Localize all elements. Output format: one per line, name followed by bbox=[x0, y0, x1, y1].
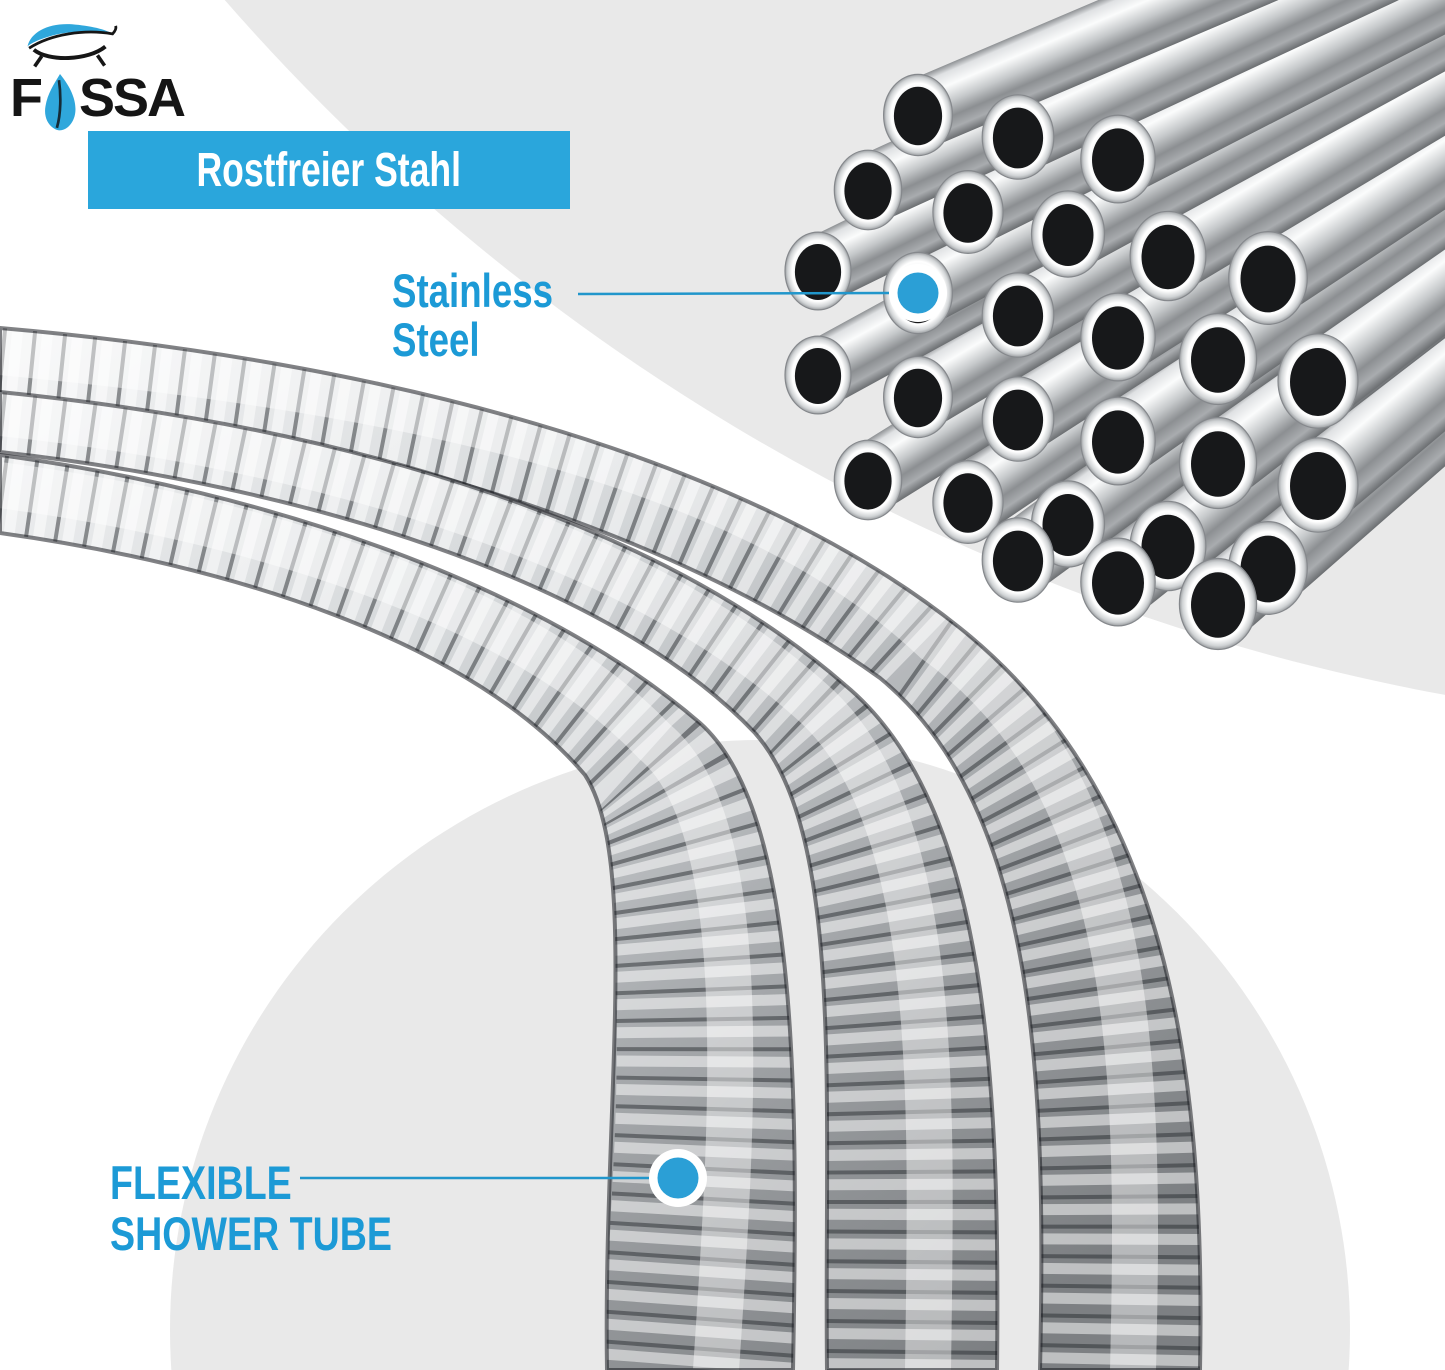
bathtub-icon bbox=[27, 24, 118, 68]
label-flexible-line2: SHOWER TUBE bbox=[110, 1207, 392, 1260]
brand-prefix: F bbox=[10, 68, 43, 128]
steel-pipes-bundle-ends bbox=[784, 73, 1359, 651]
brand-suffix: SSA bbox=[79, 68, 186, 128]
callout-flexible-tube bbox=[300, 1149, 707, 1207]
steel-pipes-bundle-bodies bbox=[796, 0, 1445, 638]
label-flexible-line1: FLEXIBLE bbox=[110, 1156, 292, 1209]
headline-banner: Rostfreier Stahl bbox=[88, 131, 570, 209]
hose-inner-ribs bbox=[0, 455, 795, 1370]
stainless-callout-line bbox=[577, 291, 890, 296]
leaf-drop-icon bbox=[45, 74, 76, 131]
shower-hose-middle bbox=[0, 389, 1000, 1370]
stainless-callout-dot bbox=[897, 272, 939, 314]
hose-middle-ribs bbox=[0, 392, 998, 1370]
hose-outer-ribs bbox=[0, 328, 1201, 1370]
callout-stainless-steel bbox=[577, 264, 947, 322]
label-stainless-steel: Stainless Steel bbox=[392, 266, 598, 364]
shower-hose-inner bbox=[0, 452, 797, 1370]
flexible-callout-dot bbox=[657, 1157, 699, 1199]
label-stainless-line1: Stainless bbox=[392, 264, 553, 317]
brand-wordmark: F SSA bbox=[10, 68, 230, 131]
label-stainless-line2: Steel bbox=[392, 313, 480, 366]
shower-hose-outer bbox=[0, 325, 1203, 1370]
banner-label: Rostfreier Stahl bbox=[196, 143, 462, 197]
brand-logo: F SSA bbox=[10, 10, 230, 131]
label-flexible-shower-tube: FLEXIBLE SHOWER TUBE bbox=[110, 1157, 463, 1259]
